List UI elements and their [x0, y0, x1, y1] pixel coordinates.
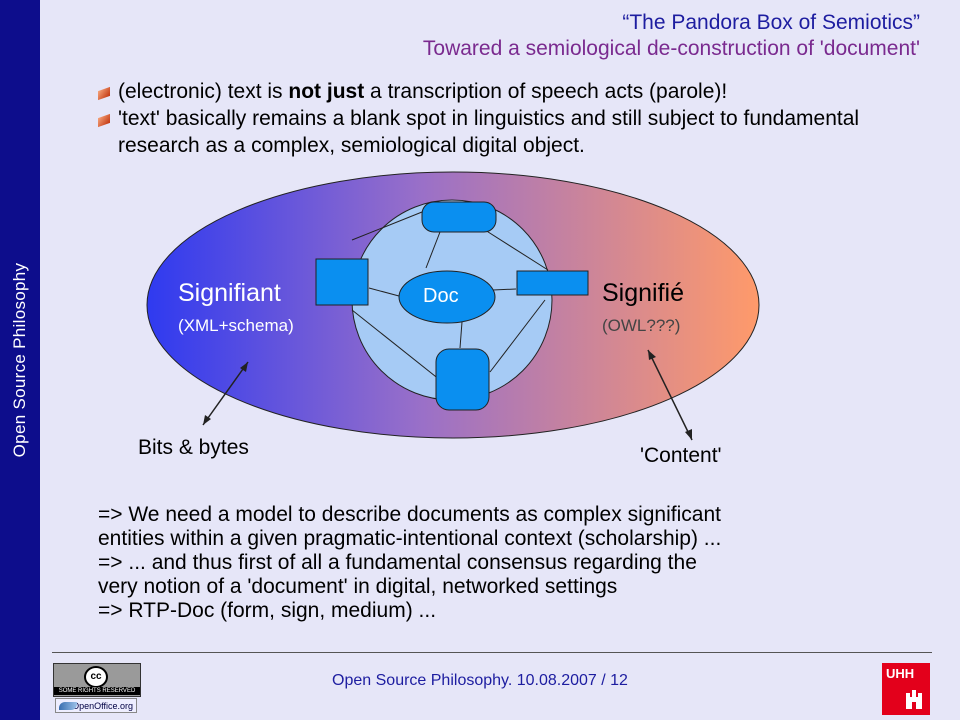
castle-icon [906, 690, 922, 709]
conclusion-block: => We need a model to describe documents… [98, 503, 928, 623]
doc-label: Doc [423, 285, 459, 307]
node-top [421, 201, 497, 233]
footer-divider [52, 652, 932, 653]
bullet-1-bold: not just [288, 80, 365, 103]
signifie-sub-label: (OWL???) [602, 316, 681, 335]
slide-title: “The Pandora Box of Semiotics” Towared a… [423, 10, 920, 62]
doc-ellipse [398, 270, 496, 324]
openoffice-label: OpenOffice.org [72, 701, 133, 711]
arrowhead-icon [203, 415, 211, 425]
connector-line [368, 287, 400, 297]
arrowhead-icon [240, 362, 248, 372]
arrowhead-icon [648, 350, 656, 360]
bullet-1: (electronic) text is not just a transcri… [98, 78, 928, 105]
connector-line [484, 229, 549, 271]
cc-icon: cc [84, 666, 108, 688]
connector-line [351, 211, 423, 241]
openoffice-gull-icon [59, 702, 77, 710]
sidebar: Open Source Philosophy [0, 0, 40, 720]
cc-label: SOME RIGHTS RESERVED [54, 687, 140, 695]
bits-bytes-label: Bits & bytes [138, 436, 249, 459]
bullet-list: (electronic) text is not just a transcri… [98, 78, 928, 159]
connector-line [459, 321, 463, 349]
signifie-label: Signifié [602, 279, 684, 307]
arrowhead-icon [685, 429, 692, 440]
arrow-content [647, 349, 693, 441]
uhh-logo: UHH [882, 663, 930, 715]
title-line-2: Towared a semiological de-construction o… [422, 37, 920, 60]
arrow-bits [202, 361, 249, 426]
signifiant-label: Signifiant [178, 279, 281, 307]
uhh-logo-text: UHH [886, 666, 915, 681]
conclusion-line-4: very notion of a 'document' in digital, … [98, 575, 618, 598]
signifiant-sub-label: (XML+schema) [178, 316, 294, 335]
bullet-2-text: 'text' basically remains a blank spot in… [118, 107, 860, 157]
bullet-1-post: a transcription of speech acts (parole)! [364, 80, 728, 103]
creative-commons-badge: cc SOME RIGHTS RESERVED [53, 663, 141, 697]
bullet-2: 'text' basically remains a blank spot in… [98, 105, 928, 159]
content-label: 'Content' [640, 444, 722, 467]
node-left [315, 258, 369, 306]
node-bottom [435, 348, 490, 411]
openoffice-badge: OpenOffice.org [55, 698, 137, 713]
connector-line [351, 309, 441, 381]
bullet-1-pre: (electronic) text is [118, 80, 289, 103]
node-right [516, 270, 589, 296]
connector-line [425, 231, 441, 269]
conclusion-line-5: => RTP-Doc (form, sign, medium) ... [98, 599, 437, 622]
footer-text: Open Source Philosophy. 10.08.2007 / 12 [332, 672, 628, 689]
title-line-1: “The Pandora Box of Semiotics” [622, 11, 920, 34]
connector-line [492, 288, 517, 291]
conclusion-line-1: => We need a model to describe documents… [98, 503, 721, 526]
conclusion-line-2: entities within a given pragmatic-intent… [98, 527, 722, 550]
connector-line [489, 299, 546, 373]
conclusion-line-3: => ... and thus first of all a fundament… [98, 551, 697, 574]
